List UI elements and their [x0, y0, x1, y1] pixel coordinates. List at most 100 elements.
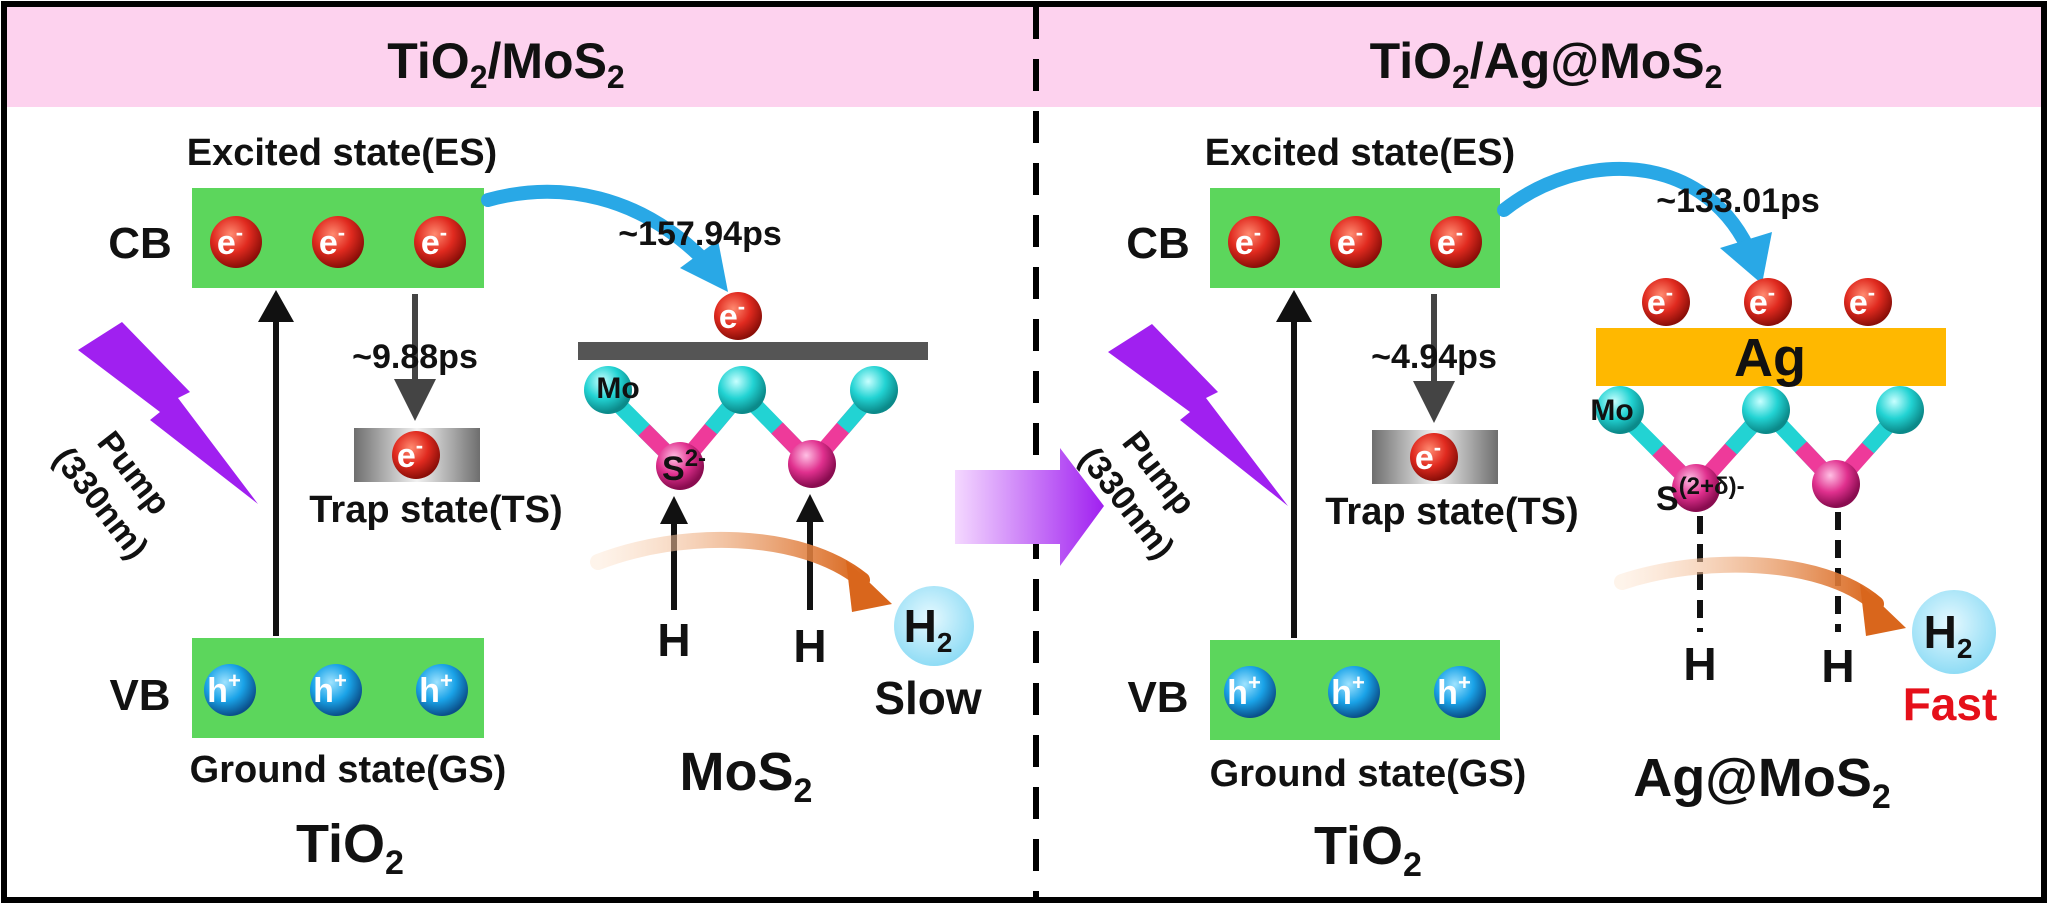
right-h2-bubble: [1912, 590, 1996, 674]
hole: h+: [1224, 666, 1276, 718]
left-material-label: MoS2: [680, 742, 813, 810]
right-pump-lightning: [1108, 324, 1288, 506]
electron: e-: [210, 216, 262, 268]
transition-arrow: [955, 448, 1104, 566]
right-transfer-arrow: [1497, 161, 1755, 255]
left-vb-holes: h+ h+ h+: [204, 664, 468, 716]
right-vb-label: VB: [1127, 673, 1188, 722]
right-trap-time: ~4.94ps: [1371, 338, 1497, 376]
right-cb-electrons: e- e- e-: [1228, 216, 1482, 268]
right-transfer-arrowhead: [1720, 232, 1772, 284]
left-h-label: H: [793, 620, 826, 672]
svg-text:e-: e-: [719, 294, 745, 336]
right-transfer-time: ~133.01ps: [1656, 182, 1820, 220]
svg-text:e-: e-: [319, 220, 345, 262]
svg-text:e-: e-: [1235, 220, 1261, 262]
left-transfer-arrow: [481, 184, 713, 269]
svg-text:h+: h+: [313, 668, 347, 710]
right-h2-label: H2: [1924, 606, 1973, 664]
left-panel-title: TiO2/MoS2: [387, 33, 624, 95]
svg-text:e-: e-: [1415, 435, 1441, 477]
electron: e-: [1228, 216, 1280, 268]
right-h-label: H: [1821, 640, 1854, 692]
left-excited-state-label: Excited state(ES): [187, 132, 497, 174]
right-vb-holes: h+ h+ h+: [1224, 666, 1486, 718]
hole: h+: [1328, 666, 1380, 718]
electron: e-: [1744, 278, 1792, 326]
right-s-label: S(2+δ)-: [1656, 473, 1745, 518]
svg-text:e-: e-: [1849, 280, 1875, 322]
s-atom: [656, 442, 704, 490]
left-trap-state-label: Trap state(TS): [309, 489, 562, 531]
right-panel: Excited state(ES) CB e- e- e- VB h+ h+ h…: [1072, 132, 1998, 884]
right-ag-layer: [1596, 328, 1946, 386]
right-h-label: H: [1683, 638, 1716, 690]
left-trapped-electron: e-: [392, 431, 440, 479]
right-excitation-arrowhead: [1276, 290, 1312, 322]
left-vb-label: VB: [109, 671, 170, 720]
svg-text:e-: e-: [1337, 220, 1363, 262]
right-trapped-electron: e-: [1410, 433, 1458, 481]
electron: e-: [1642, 278, 1690, 326]
left-h2-label: H2: [904, 600, 953, 658]
right-ag-mos2-structure: Mo S(2+δ)-: [1590, 386, 1924, 518]
right-ground-state-label: Ground state(GS): [1210, 753, 1527, 795]
svg-text:e-: e-: [421, 220, 447, 262]
svg-text:e-: e-: [1647, 280, 1673, 322]
svg-text:h+: h+: [419, 668, 453, 710]
electron: e-: [312, 216, 364, 268]
hole: h+: [416, 664, 468, 716]
left-transfer-arrowhead: [680, 240, 728, 292]
left-tio2-label: TiO2: [296, 814, 404, 882]
s-atom: [1672, 464, 1720, 512]
electron: e-: [1330, 216, 1382, 268]
svg-text:h+: h+: [1227, 670, 1261, 712]
left-transferred-electron: e-: [714, 292, 762, 340]
left-h-label: H: [657, 614, 690, 666]
svg-text:e-: e-: [1437, 220, 1463, 262]
left-rate-label: Slow: [874, 672, 982, 724]
svg-text:e-: e-: [397, 433, 423, 475]
left-ground-state-label: Ground state(GS): [190, 749, 507, 791]
left-mo-label: Mo: [596, 372, 639, 405]
hole: h+: [204, 664, 256, 716]
left-mos2-surface: [578, 342, 928, 360]
left-s-label: S2-: [662, 445, 706, 488]
right-panel-title: TiO2/Ag@MoS2: [1370, 33, 1723, 95]
svg-text:h+: h+: [207, 668, 241, 710]
hole: h+: [310, 664, 362, 716]
left-trap-time: ~9.88ps: [352, 338, 478, 376]
left-h2-path-arrowhead: [846, 560, 892, 612]
right-mo-label: Mo: [1590, 394, 1633, 427]
svg-text:e-: e-: [217, 220, 243, 262]
svg-text:h+: h+: [1331, 670, 1365, 712]
right-tio2-label: TiO2: [1314, 816, 1422, 884]
left-transfer-time: ~157.94ps: [618, 215, 782, 253]
header-band: [7, 7, 2041, 107]
right-h2-path-arrow: [1614, 556, 1884, 612]
right-trap-state-label: Trap state(TS): [1325, 491, 1578, 533]
left-pump-lightning: [78, 322, 258, 504]
left-h2-bubble: [894, 586, 974, 666]
left-h-arrowhead: [660, 496, 688, 524]
left-excitation-arrowhead: [258, 290, 294, 322]
left-cb-electrons: e- e- e-: [210, 216, 466, 268]
mo-atom: [1876, 386, 1924, 434]
s-atom: [1812, 460, 1860, 508]
hole: h+: [1434, 666, 1486, 718]
right-rate-label: Fast: [1903, 678, 1998, 730]
right-material-label: Ag@MoS2: [1633, 748, 1891, 816]
mo-atom: [718, 366, 766, 414]
svg-text:h+: h+: [1437, 670, 1471, 712]
left-mos2-structure: Mo S2-: [584, 366, 898, 490]
left-cb-label: CB: [108, 219, 172, 268]
right-excited-state-label: Excited state(ES): [1205, 132, 1515, 174]
electron: e-: [1844, 278, 1892, 326]
mo-atom: [850, 366, 898, 414]
mo-atom: [584, 366, 632, 414]
svg-text:e-: e-: [1749, 280, 1775, 322]
mo-atom: [1742, 386, 1790, 434]
